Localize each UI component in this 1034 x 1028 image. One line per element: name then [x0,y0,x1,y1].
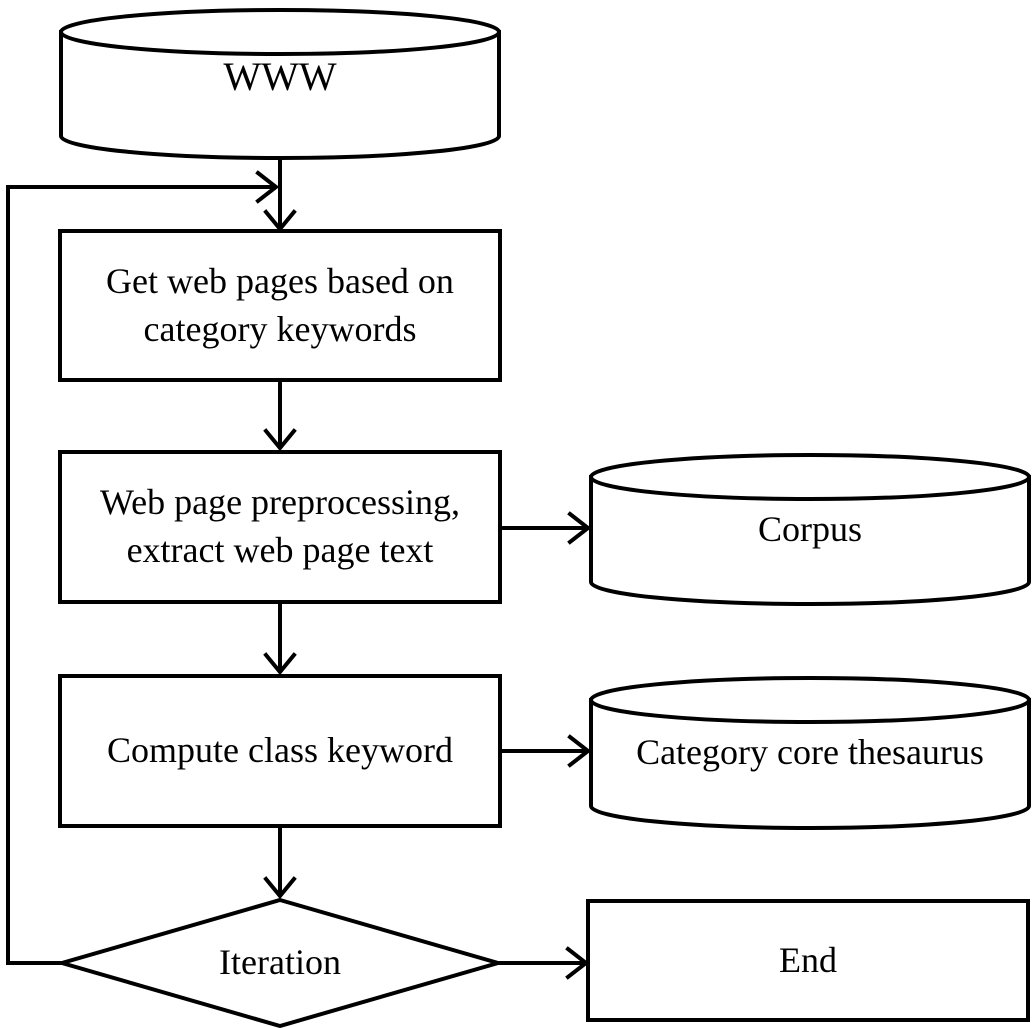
get-pages-box [58,229,502,382]
end-box [586,899,1030,1022]
loopback-arrow [6,170,280,965]
www-cylinder [59,8,501,160]
arrow-preprocess-to-compute [263,602,297,676]
arrow-compute-to-iteration [263,826,297,900]
arrow-get-pages-to-preprocess [263,380,297,452]
compute-box [58,674,502,828]
arrow-iteration-to-end [496,946,590,980]
corpus-cylinder [589,453,1031,606]
iteration-diamond [54,897,506,1028]
thesaurus-cylinder [589,676,1031,830]
preprocess-box [58,450,502,604]
arrow-compute-to-thesaurus [498,734,592,768]
arrow-preprocess-to-corpus [498,511,592,545]
